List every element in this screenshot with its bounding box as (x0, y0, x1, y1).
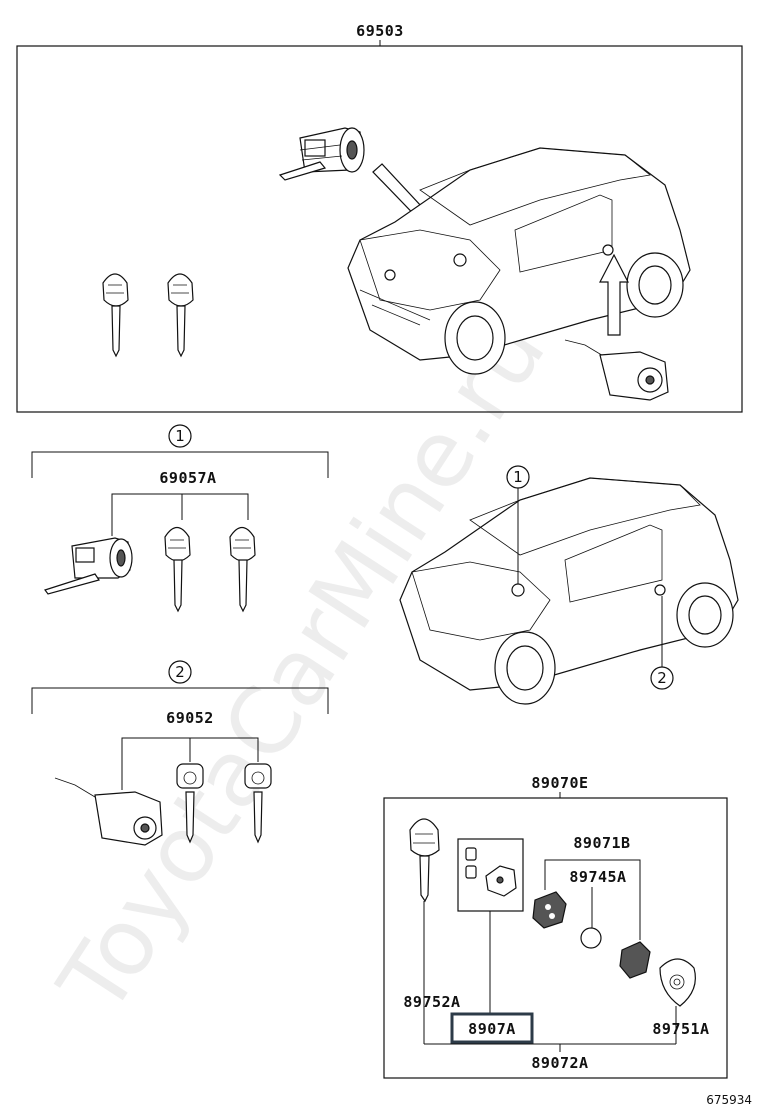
car-illustration-middle (399, 477, 739, 705)
door-lock-cylinder-top[interactable] (278, 127, 365, 181)
callout-2-circle (168, 660, 192, 684)
car-illustration-top (347, 147, 691, 375)
label-8907A[interactable]: 8907A (468, 1020, 516, 1038)
housing-case-right-icon[interactable] (619, 941, 651, 979)
label-89072A[interactable]: 89072A (531, 1054, 588, 1072)
highlight-8907A (450, 1012, 534, 1044)
transmitter-key-icon[interactable] (409, 818, 440, 903)
back-door-lock-cylinder-2[interactable] (54, 777, 163, 846)
battery-icon[interactable] (580, 927, 602, 949)
callout-1-text: 1 (175, 427, 185, 445)
label-89745A[interactable]: 89745A (569, 868, 626, 886)
key-4-icon[interactable] (229, 526, 256, 613)
transmitter-frame (383, 797, 728, 1079)
label-89070E[interactable]: 89070E (531, 774, 588, 792)
label-89071B[interactable]: 89071B (573, 834, 630, 852)
section-1-bracket (31, 451, 329, 478)
leader-69052 (121, 737, 259, 790)
leader-89071B (544, 859, 641, 940)
callout-2-text: 2 (175, 663, 185, 681)
label-69052[interactable]: 69052 (166, 709, 214, 727)
key-5-icon[interactable] (176, 763, 204, 844)
key-6-icon[interactable] (244, 763, 272, 844)
key-2-icon[interactable] (167, 273, 194, 358)
housing-case-left-icon[interactable] (532, 891, 567, 929)
label-89751A[interactable]: 89751A (652, 1020, 709, 1038)
leader-89072A (424, 1043, 676, 1052)
callout-1-circle (168, 424, 192, 448)
diagram-id: 675934 (706, 1093, 752, 1107)
key-cover-icon[interactable] (659, 958, 696, 1007)
section-2-bracket (31, 687, 329, 714)
label-69503[interactable]: 69503 (356, 22, 404, 40)
label-69057A[interactable]: 69057A (159, 469, 216, 487)
car-callout-2-text: 2 (657, 669, 667, 687)
key-3-icon[interactable] (164, 526, 191, 613)
label-89752A[interactable]: 89752A (403, 993, 460, 1011)
arrow-rear-door-icon (599, 253, 629, 336)
door-lock-cylinder-1[interactable] (44, 537, 133, 595)
back-door-lock-cylinder[interactable] (564, 339, 669, 401)
lock-set-frame (16, 45, 743, 413)
leader-69057A (111, 493, 249, 536)
car-callout-1-text: 1 (513, 468, 523, 486)
key-1-icon[interactable] (102, 273, 129, 358)
electrical-key-board-icon[interactable] (465, 847, 517, 897)
